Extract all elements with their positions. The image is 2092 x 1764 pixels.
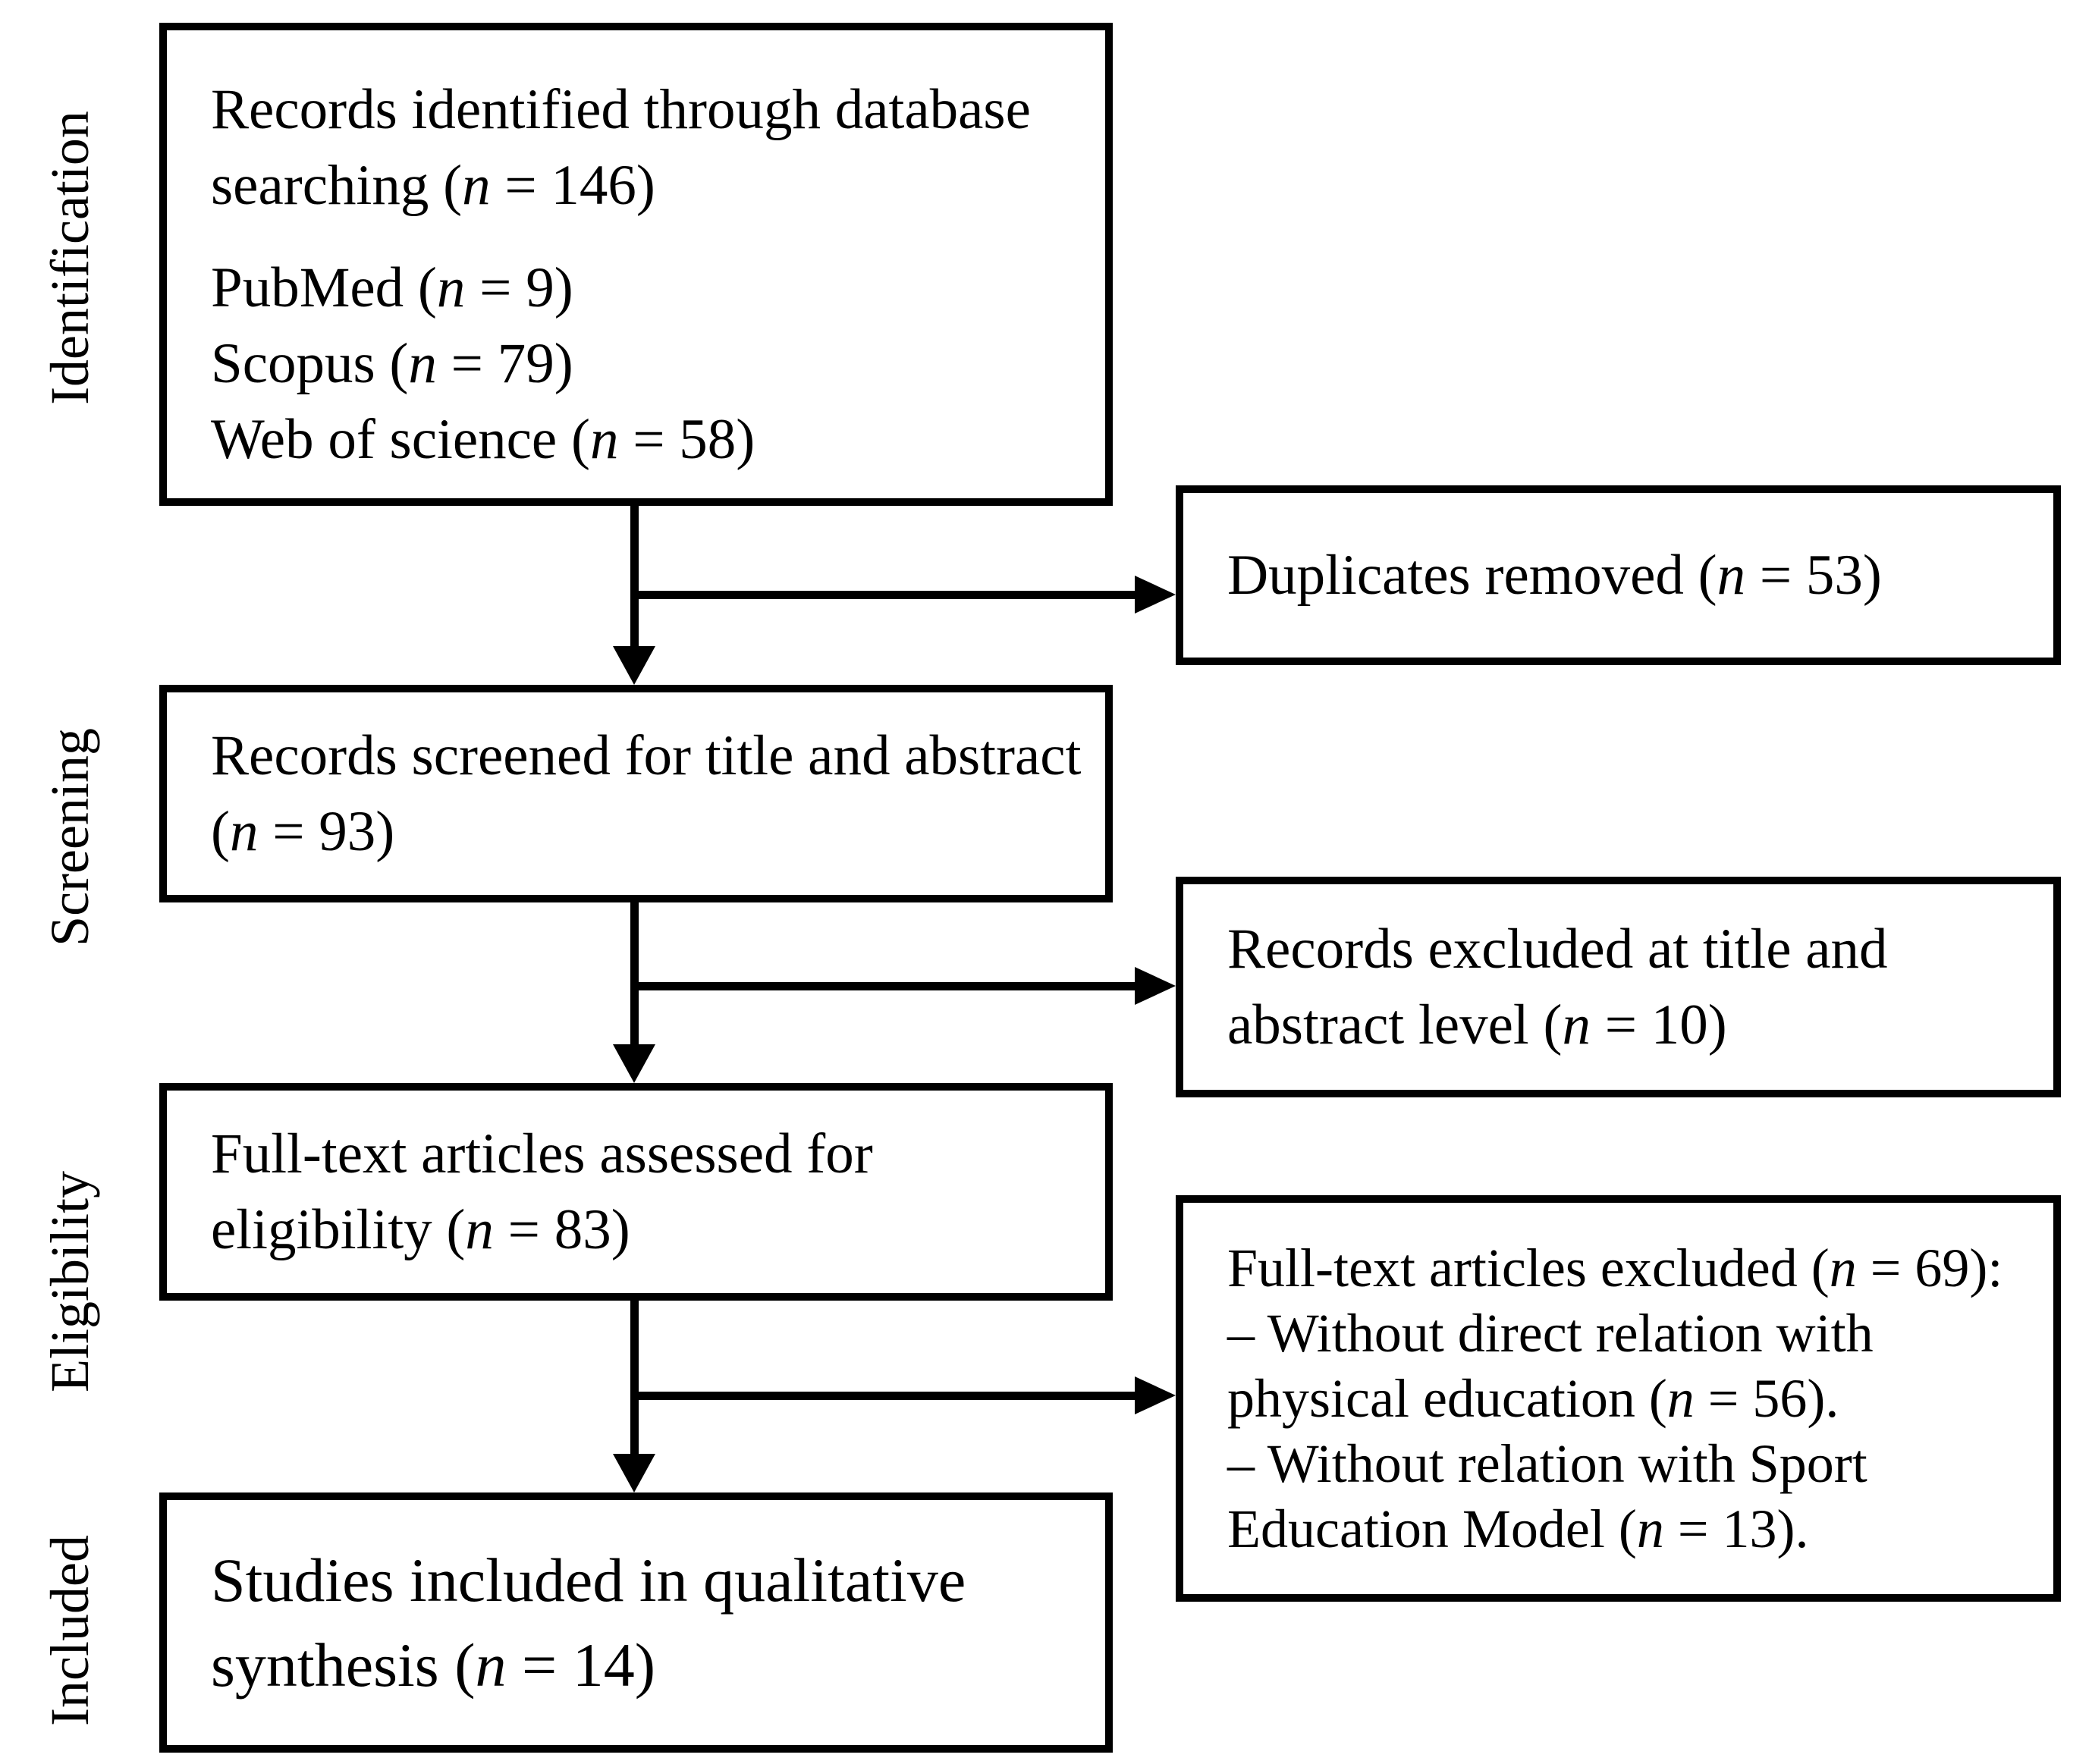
arrow-down-icon: [613, 646, 655, 685]
connector-line-to-fulltext-excluded: [634, 1392, 1136, 1400]
connector-line-to-duplicates: [634, 591, 1136, 599]
connector-line-identification-to-screening: [630, 501, 639, 648]
arrow-right-icon: [1135, 1376, 1176, 1414]
connector-line-screening-to-eligibility: [630, 901, 639, 1047]
connector-line-eligibility-to-included: [630, 1299, 639, 1456]
connector-line-to-records-excluded: [634, 982, 1136, 990]
arrow-right-icon: [1135, 576, 1176, 614]
stage-label-identification: Identification: [39, 111, 100, 405]
arrow-down-icon: [613, 1454, 655, 1492]
stage-label-included: Included: [39, 1535, 100, 1726]
flow-box-records-screened: Records screened for title and abstract(…: [159, 685, 1113, 902]
arrow-right-icon: [1135, 967, 1176, 1005]
flow-box-fulltext-excluded: Full-text articles excluded (n = 69):– W…: [1176, 1195, 2061, 1602]
arrow-down-icon: [613, 1044, 655, 1083]
flow-box-duplicates-removed: Duplicates removed (n = 53): [1176, 485, 2061, 665]
